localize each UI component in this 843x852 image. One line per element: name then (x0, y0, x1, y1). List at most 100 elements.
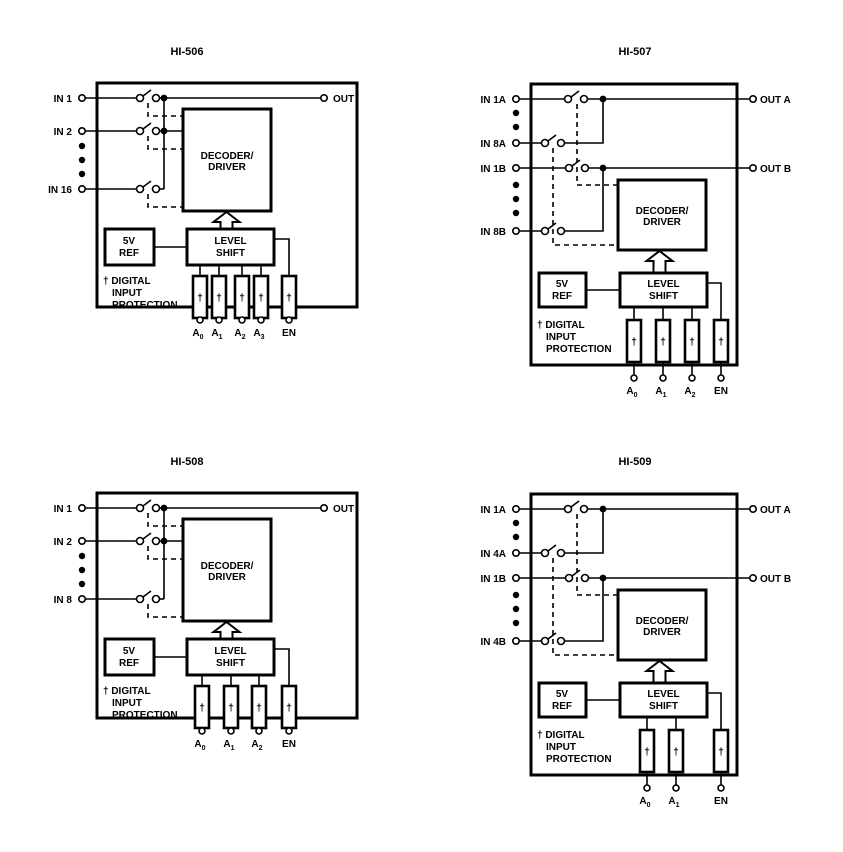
pin-subscript: 1 (231, 745, 235, 752)
output-label: OUT A (760, 95, 791, 106)
address-pin (255, 727, 263, 735)
switch-contact (540, 636, 550, 646)
protection-note: PROTECTION (546, 344, 612, 355)
wire (274, 648, 290, 686)
output-pin (748, 164, 757, 173)
control-line (147, 194, 183, 208)
input-label: IN 1B (480, 574, 506, 585)
switch-contact (564, 163, 574, 173)
decoder-label: DRIVER (208, 162, 247, 173)
enable-pin-label: EN (282, 739, 296, 750)
switch-lever (142, 122, 152, 130)
pin-subscript: 0 (634, 392, 638, 399)
reference-label: REF (119, 248, 139, 259)
address-pin (688, 374, 696, 382)
input-label: IN 1A (480, 505, 506, 516)
enable-pin (717, 784, 725, 792)
protection-note: PROTECTION (112, 300, 178, 311)
decoder-driver-block (181, 107, 273, 213)
wire (565, 578, 604, 642)
reference-label: REF (119, 658, 139, 669)
switch-lever (571, 159, 581, 167)
switch-contact (579, 504, 589, 514)
diagram-title: HI-507 (618, 46, 651, 58)
enable-pin (285, 316, 293, 324)
control-line (147, 136, 183, 150)
switch-lever (570, 90, 580, 98)
input-pin (511, 139, 520, 148)
control-line (147, 103, 183, 117)
pin-subscript: 3 (261, 334, 265, 341)
wire (274, 238, 290, 276)
control-line (147, 513, 183, 527)
enable-pin (285, 727, 293, 735)
switch-contact (135, 184, 145, 194)
address-pin (672, 784, 680, 792)
switch-contact (563, 94, 573, 104)
address-pin (215, 316, 223, 324)
input-pin (511, 548, 520, 557)
input-label: IN 8B (480, 227, 506, 238)
pin-base: A (253, 328, 260, 339)
pin-subscript: 2 (242, 334, 246, 341)
address-pin-label: A0 (639, 796, 650, 809)
ellipsis-dot (512, 181, 520, 189)
switch-lever (142, 180, 152, 188)
ellipsis-dot (78, 142, 86, 150)
junction-dot (160, 504, 168, 512)
dagger-icon: † (199, 703, 205, 714)
switch-contact (556, 548, 566, 558)
level-shift-label: LEVEL (647, 689, 679, 700)
output-pin (319, 503, 328, 512)
pin-subscript: 1 (663, 392, 667, 399)
pin-base: A (684, 386, 691, 397)
output-pin (748, 95, 757, 104)
switch-lever (142, 590, 152, 598)
decoder-driver-block (616, 588, 708, 662)
enable-pin-label: EN (282, 328, 296, 339)
level-shift-label: LEVEL (647, 279, 679, 290)
ellipsis-dot (512, 123, 520, 131)
decoder-label: DECODER/ (201, 151, 254, 162)
input-label: IN 1B (480, 164, 506, 175)
ellipsis-dot (78, 566, 86, 574)
level-shift-label: LEVEL (214, 236, 246, 247)
dagger-icon: † (660, 337, 666, 348)
switch-lever (547, 632, 557, 640)
pin-base: A (251, 739, 258, 750)
switch-contact (540, 548, 550, 558)
level-shift-label: SHIFT (649, 701, 678, 712)
enable-pin (717, 374, 725, 382)
switch-lever (547, 134, 557, 142)
dagger-icon: † (286, 703, 292, 714)
dagger-icon: † (239, 293, 245, 304)
wire (565, 168, 604, 232)
level-shift-block (618, 681, 709, 719)
pin-subscript: 2 (692, 392, 696, 399)
dagger-icon: † (689, 337, 695, 348)
switch-contact (135, 503, 145, 513)
input-label: IN 16 (48, 185, 72, 196)
dagger-icon: † (673, 747, 679, 758)
input-pin (511, 504, 520, 513)
input-pin (78, 536, 87, 545)
switch-contact (135, 93, 145, 103)
address-pin (257, 316, 265, 324)
switch-lever (571, 569, 581, 577)
input-pin (78, 503, 87, 512)
diagram-title: HI-509 (618, 456, 651, 468)
switch-contact (151, 93, 161, 103)
dagger-icon: † (258, 293, 264, 304)
dagger-icon: † (228, 703, 234, 714)
pin-subscript: 0 (202, 745, 206, 752)
reference-label: 5V (123, 646, 136, 657)
dagger-icon: † (256, 703, 262, 714)
address-pin-label: A1 (668, 796, 679, 809)
protection-note: INPUT (546, 332, 576, 343)
pin-base: A (655, 386, 662, 397)
reference-block (103, 227, 156, 267)
output-pin (748, 504, 757, 513)
input-label: IN 1 (54, 94, 73, 105)
address-pin-label: A0 (194, 739, 205, 752)
address-pin (198, 727, 206, 735)
